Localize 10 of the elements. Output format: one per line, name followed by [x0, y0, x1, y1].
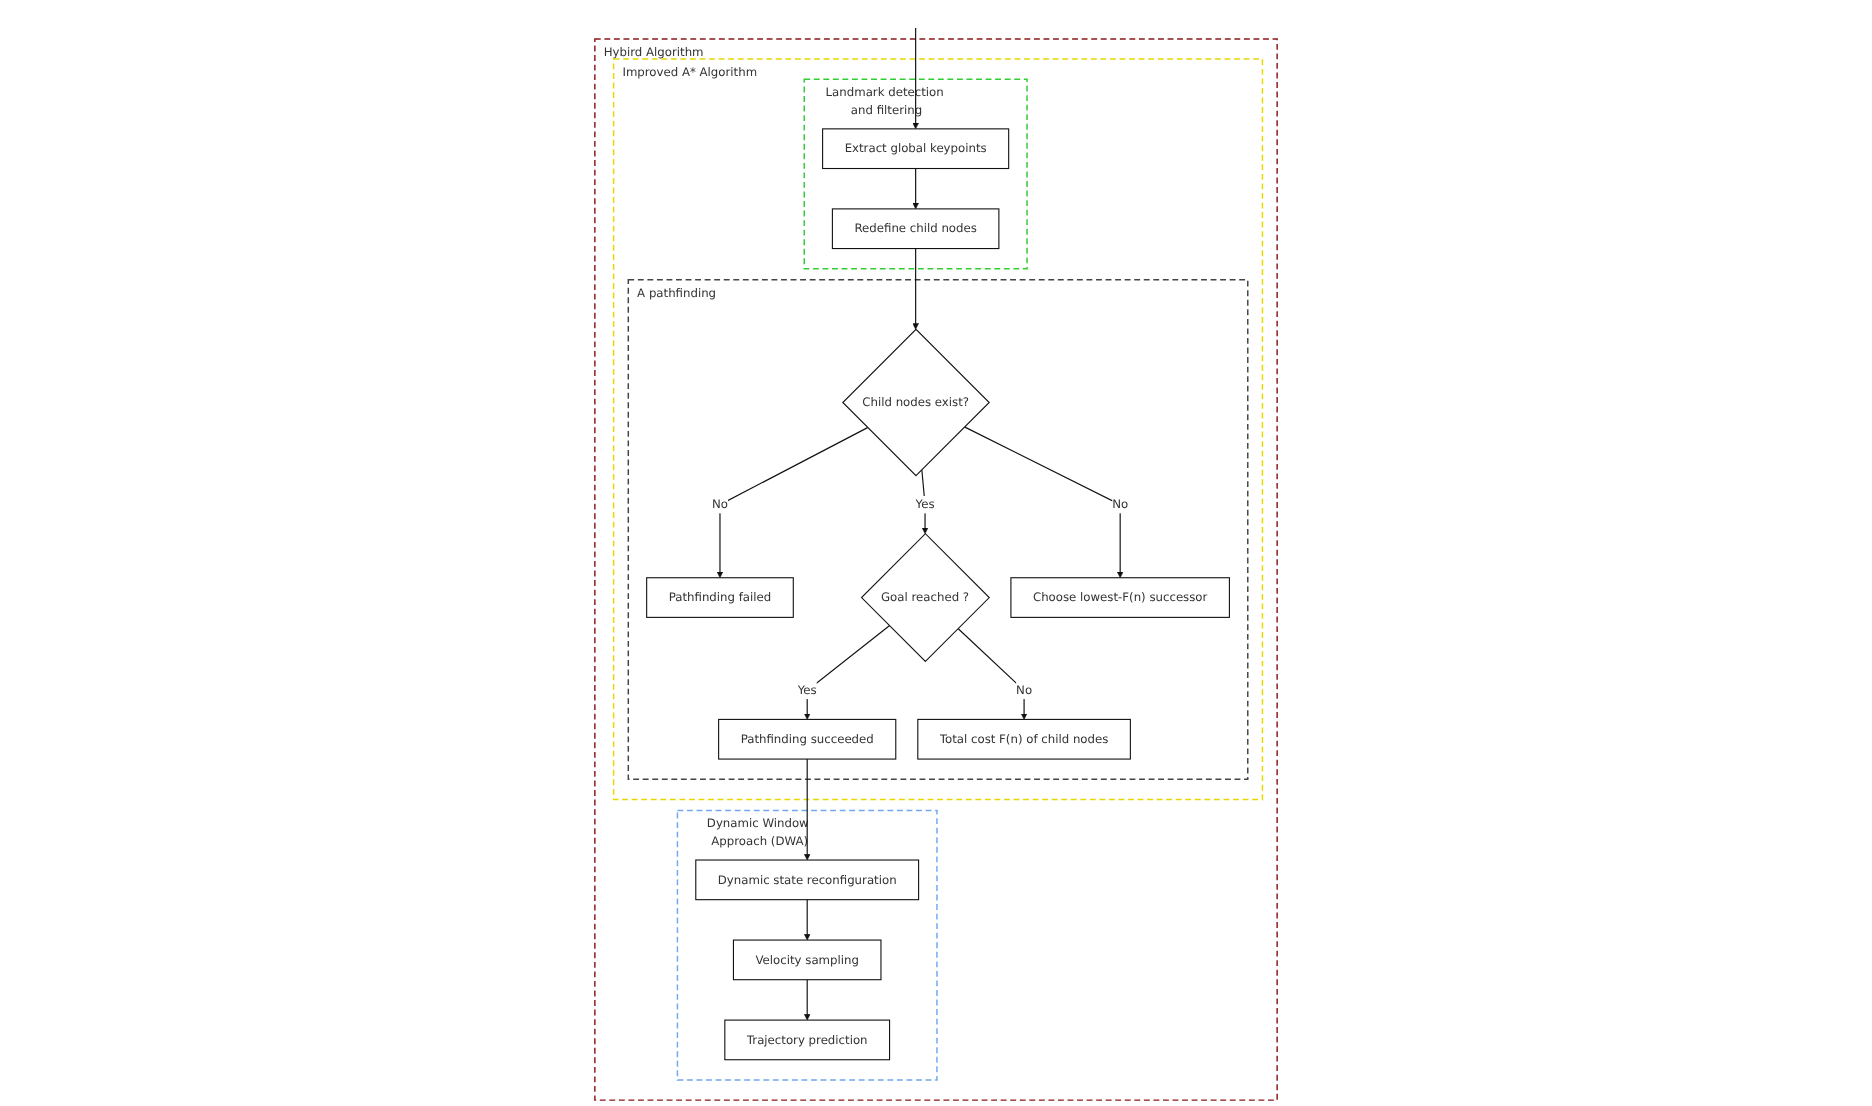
arrow	[963, 426, 1124, 579]
arrow	[912, 27, 919, 130]
arrow	[912, 167, 919, 210]
arrow	[803, 979, 811, 1021]
arrow	[716, 427, 869, 579]
arrow	[803, 625, 890, 720]
arrow	[803, 899, 811, 941]
arrow	[957, 627, 1028, 720]
arrow	[912, 247, 919, 330]
arrow	[803, 758, 811, 861]
